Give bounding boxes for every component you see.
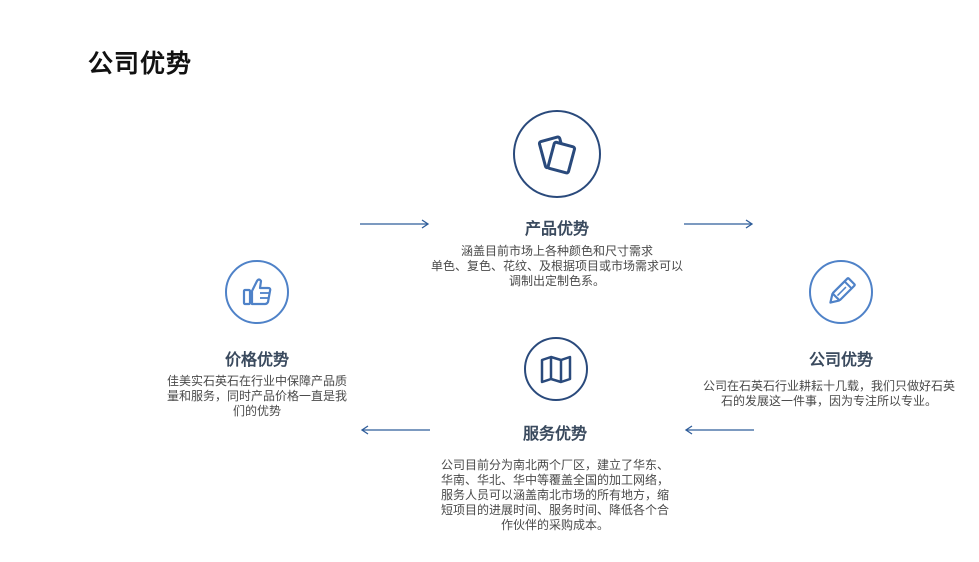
- service-title: 服务优势: [522, 424, 587, 443]
- product-description: 涵盖目前市场上各种颜色和尺寸需求 单色、复色、花纹、及根据项目或市场需求可以 调…: [407, 244, 707, 289]
- price-icon-circle: [225, 260, 289, 324]
- company-description: 公司在石英石行业耕耘十几载，我们只做好石英 石的发展这一件事，因为专注所以专业。: [679, 379, 979, 409]
- product-icon-circle: [513, 110, 601, 198]
- service-icon-circle: [524, 337, 588, 401]
- company-title: 公司优势: [808, 350, 873, 369]
- arrow-right-icon: [360, 219, 430, 229]
- service-desc-line: 作伙伴的采购成本。: [500, 518, 609, 532]
- product-desc-line: 单色、复色、花纹、及根据项目或市场需求可以: [430, 259, 683, 273]
- product-title: 产品优势: [524, 219, 589, 238]
- service-desc-line: 服务人员可以涵盖南北市场的所有地方，缩: [440, 488, 669, 502]
- price-description: 佳美实石英石在行业中保障产品质 量和服务，同时产品价格一直是我 们的优势: [137, 374, 377, 419]
- company-desc-line: 公司在石英石行业耕耘十几载，我们只做好石英: [702, 379, 955, 393]
- thumbs-up-icon: [242, 278, 272, 306]
- product-desc-line: 涵盖目前市场上各种颜色和尺寸需求: [460, 244, 653, 258]
- price-desc-line: 量和服务，同时产品价格一直是我: [166, 389, 347, 403]
- product-desc-line: 调制出定制色系。: [508, 274, 605, 288]
- arrow-right-icon: [684, 219, 754, 229]
- service-desc-line: 华南、华北、华中等覆盖全国的加工网络，: [440, 473, 669, 487]
- price-desc-line: 佳美实石英石在行业中保障产品质: [166, 374, 347, 388]
- pencil-icon: [829, 277, 856, 304]
- price-desc-line: 们的优势: [232, 404, 281, 418]
- company-icon-circle: [809, 260, 873, 324]
- price-title: 价格优势: [224, 350, 289, 369]
- page-title: 公司优势: [88, 49, 193, 78]
- arrow-left-icon: [684, 425, 754, 435]
- cards-icon: [537, 135, 577, 175]
- map-icon: [540, 355, 572, 384]
- arrow-left-icon: [360, 425, 430, 435]
- service-desc-line: 短项目的进展时间、服务时间、降低各个合: [440, 503, 669, 517]
- service-desc-line: 公司目前分为南北两个厂区，建立了华东、: [440, 458, 669, 472]
- company-desc-line: 石的发展这一件事，因为专注所以专业。: [720, 394, 937, 408]
- service-description: 公司目前分为南北两个厂区，建立了华东、 华南、华北、华中等覆盖全国的加工网络， …: [405, 458, 705, 533]
